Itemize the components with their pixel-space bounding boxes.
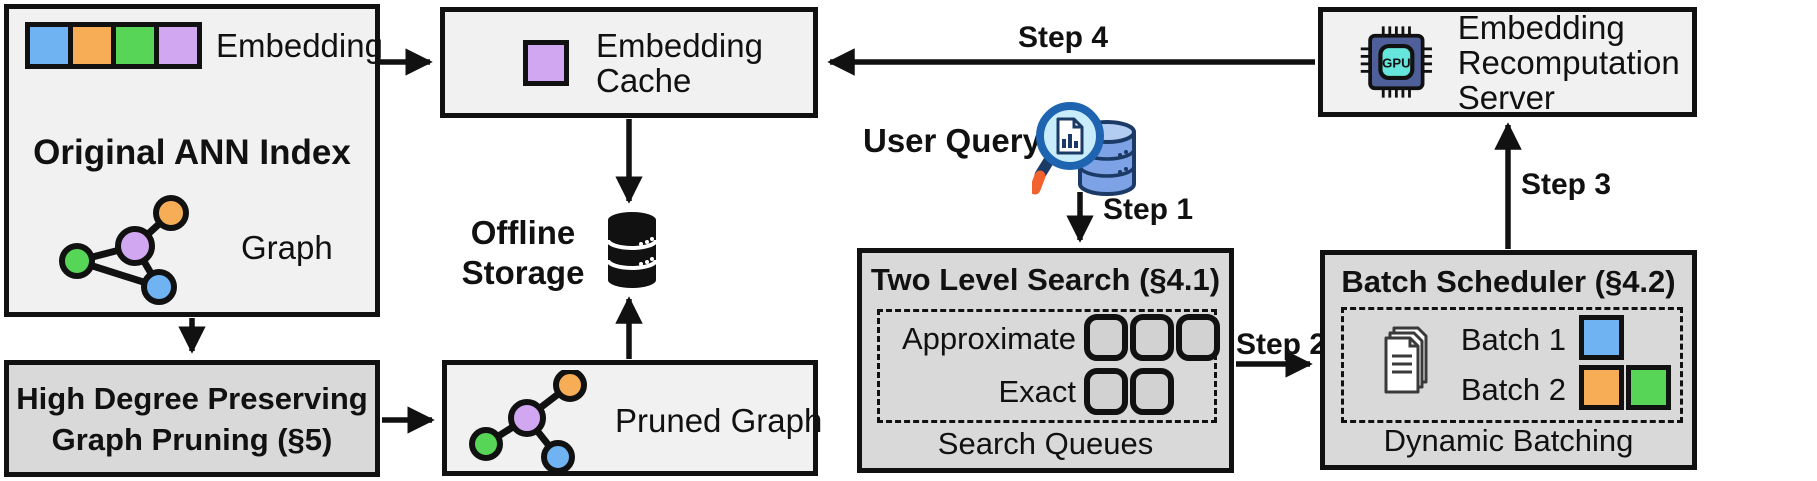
embedding-cache-label: Embedding Cache xyxy=(596,26,763,99)
step4-label: Step 4 xyxy=(1018,21,1109,54)
embedding-label: Embedding xyxy=(216,27,383,64)
embedding-cell-blue xyxy=(30,27,68,64)
graph-pruning-box: High Degree Preserving Graph Pruning (§5… xyxy=(4,360,380,477)
approximate-queues xyxy=(1084,314,1220,361)
embedding-cell-purple xyxy=(159,27,197,64)
batch-scheduler-box: Batch Scheduler (§4.2) Batch 1 Batch 2 xyxy=(1320,250,1697,470)
query-search-icon xyxy=(1032,102,1136,196)
cached-embedding-icon xyxy=(523,39,569,86)
offline-storage-line1: Offline xyxy=(470,214,576,251)
step3-label: Step 3 xyxy=(1521,168,1612,201)
offline-storage-line2: Storage xyxy=(461,254,585,291)
embedding-cell-orange xyxy=(73,27,111,64)
step1-label: Step 1 xyxy=(1103,193,1194,226)
graph-pruning-line2: Graph Pruning (§5) xyxy=(51,421,333,457)
search-queues-label: Search Queues xyxy=(937,426,1154,461)
embedding-vector-icon xyxy=(25,22,202,69)
batch2-item-orange xyxy=(1579,365,1624,410)
batch-scheduler-title: Batch Scheduler (§4.2) xyxy=(1341,264,1676,299)
offline-storage-label: Offline Storage xyxy=(448,213,598,293)
pruned-graph-box: Pruned Graph xyxy=(442,360,822,476)
batch2-label: Batch 2 xyxy=(1460,372,1566,407)
database-icon xyxy=(606,212,658,288)
queue-slot xyxy=(1130,314,1174,361)
original-ann-index-box: Embedding Original ANN Index Graph xyxy=(4,4,383,317)
gpu-chip-text: GPU xyxy=(1382,56,1410,71)
dynamic-batching-label: Dynamic Batching xyxy=(1383,423,1634,458)
queue-slot xyxy=(1084,314,1128,361)
pruned-graph-icon xyxy=(469,370,587,472)
gpu-chip-icon: GPU xyxy=(1360,26,1432,98)
graph-label: Graph xyxy=(241,229,333,266)
search-queues-panel: Approximate Exact xyxy=(877,309,1220,423)
queue-slot xyxy=(1130,368,1174,415)
batch1-label: Batch 1 xyxy=(1460,322,1566,357)
queue-slot xyxy=(1084,368,1128,415)
graph-pruning-line1: High Degree Preserving xyxy=(16,380,368,416)
recomputation-server-label: Embedding Recomputation Server xyxy=(1457,8,1680,116)
recomputation-server-box: GPU Embedding Recomputation Server xyxy=(1318,7,1697,117)
embedding-cache-box: Embedding Cache xyxy=(440,7,818,118)
user-query-label: User Query xyxy=(863,122,1041,159)
two-level-search-title: Two Level Search (§4.1) xyxy=(870,262,1221,297)
batch2-item-green xyxy=(1626,365,1671,410)
approximate-label: Approximate xyxy=(901,321,1076,356)
dynamic-batching-panel: Batch 1 Batch 2 xyxy=(1341,307,1683,423)
two-level-search-box: Two Level Search (§4.1) Approximate Exac… xyxy=(857,248,1234,473)
exact-label: Exact xyxy=(998,374,1076,409)
step2-label: Step 2 xyxy=(1236,328,1327,361)
documents-icon xyxy=(1384,326,1428,394)
graph-icon xyxy=(59,195,189,305)
queue-slot xyxy=(1176,314,1220,361)
original-ann-index-title: Original ANN Index xyxy=(33,133,351,172)
pruned-graph-label: Pruned Graph xyxy=(615,402,823,439)
batch1-item-blue xyxy=(1579,315,1624,360)
exact-queues xyxy=(1084,368,1174,415)
embedding-cell-green xyxy=(116,27,154,64)
